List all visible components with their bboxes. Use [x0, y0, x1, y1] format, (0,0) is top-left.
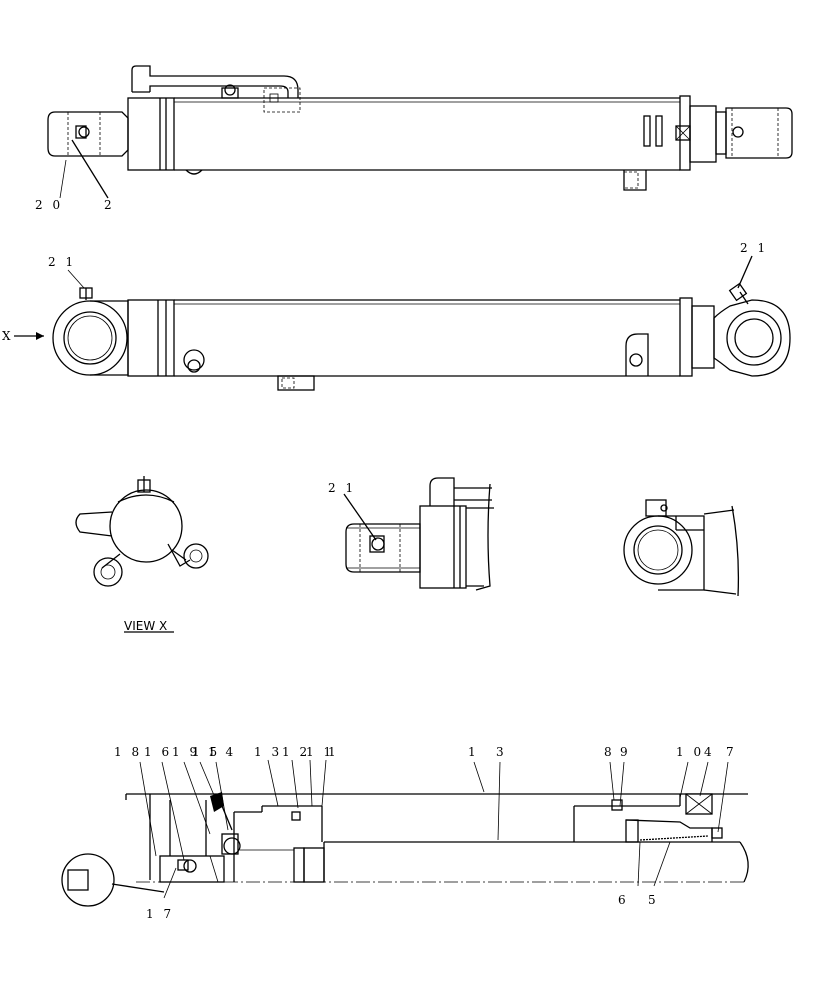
- cylinder-top-view: 2 0 2: [35, 65, 793, 212]
- callout-17: 1 7: [146, 907, 174, 921]
- cylinder-side-view: X 2 1 2 1: [2, 241, 791, 391]
- callout-13: 1 3: [254, 745, 282, 759]
- callout-11: 1 1: [306, 745, 334, 759]
- callout-15: 1 5: [192, 745, 220, 759]
- callout-12: 1 2: [282, 745, 310, 759]
- view-x-end-view: VIEW X: [75, 476, 209, 633]
- callout-21-side-right: 2 1: [740, 241, 768, 255]
- callout-9: 9: [620, 745, 631, 759]
- callout-18: 1 8: [114, 745, 142, 759]
- callout-4: 4: [704, 745, 715, 759]
- section-view: 1 8 1 6 1 9 1 5 1 4 1 3 1 2 1 1 1 1 3 8 …: [61, 745, 749, 921]
- callout-16: 1 6: [144, 745, 172, 759]
- callout-21-side-left: 2 1: [48, 255, 76, 269]
- view-x-label: VIEW X: [124, 619, 167, 633]
- callout-2-top: 2: [104, 198, 115, 212]
- callout-8: 8: [604, 745, 615, 759]
- callout-21-detail: 2 1: [328, 481, 356, 495]
- detail-rod-eye-view: [623, 499, 740, 597]
- detail-clevis-view: 2 1: [328, 477, 494, 591]
- callout-10: 1 0: [676, 745, 704, 759]
- callout-7: 7: [726, 745, 737, 759]
- callout-1-b: 1: [468, 745, 479, 759]
- callout-3: 3: [496, 745, 507, 759]
- callout-19: 1 9: [172, 745, 200, 759]
- callout-1-a: 1: [328, 745, 339, 759]
- callout-5: 5: [648, 893, 659, 907]
- view-x-marker: X: [2, 329, 14, 343]
- callout-14: 1 4: [208, 745, 236, 759]
- callout-6: 6: [618, 893, 629, 907]
- callout-20-top: 2 0: [35, 198, 63, 212]
